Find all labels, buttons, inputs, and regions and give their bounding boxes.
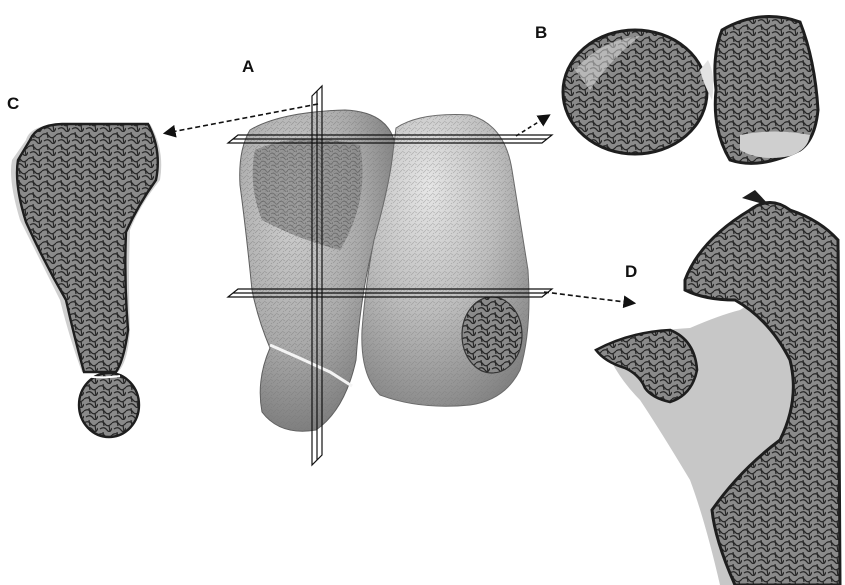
panel-label-c: C: [7, 95, 19, 112]
panel-c-section: [11, 124, 161, 437]
panel-a-3d-render: [166, 86, 633, 465]
panel-d-section: [596, 190, 840, 585]
section-c-bone: [17, 124, 158, 372]
panel-label-b: B: [535, 24, 547, 41]
arrow-to-d: [544, 292, 633, 303]
exposed-trabecular-region: [462, 297, 522, 373]
panel-b-section: [563, 17, 818, 164]
section-b-left-bone: [563, 30, 707, 154]
arrow-to-b: [516, 116, 548, 136]
section-c-distal-fragment: [79, 373, 139, 437]
panel-label-a: A: [242, 58, 254, 75]
section-d-small-fragment: [596, 330, 697, 402]
panel-label-d: D: [625, 263, 637, 280]
